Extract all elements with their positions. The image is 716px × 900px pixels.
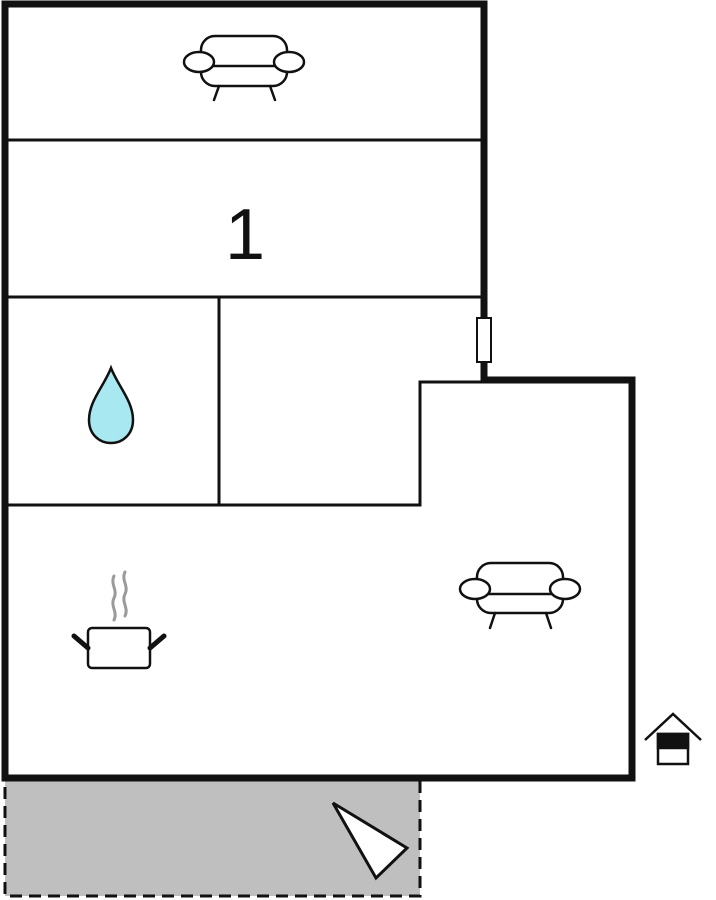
sofa-icon <box>182 34 306 102</box>
window-icon <box>476 317 492 363</box>
water-drop-icon <box>87 364 135 445</box>
cooking-pot-icon <box>71 570 167 670</box>
sun-direction-icon <box>331 801 410 881</box>
steam-icon <box>111 570 128 622</box>
room-number-label: 1 <box>225 195 265 275</box>
sofa-icon <box>458 561 582 630</box>
interior-wall-living-boundary <box>5 380 484 507</box>
house-entrance-icon <box>644 712 702 766</box>
